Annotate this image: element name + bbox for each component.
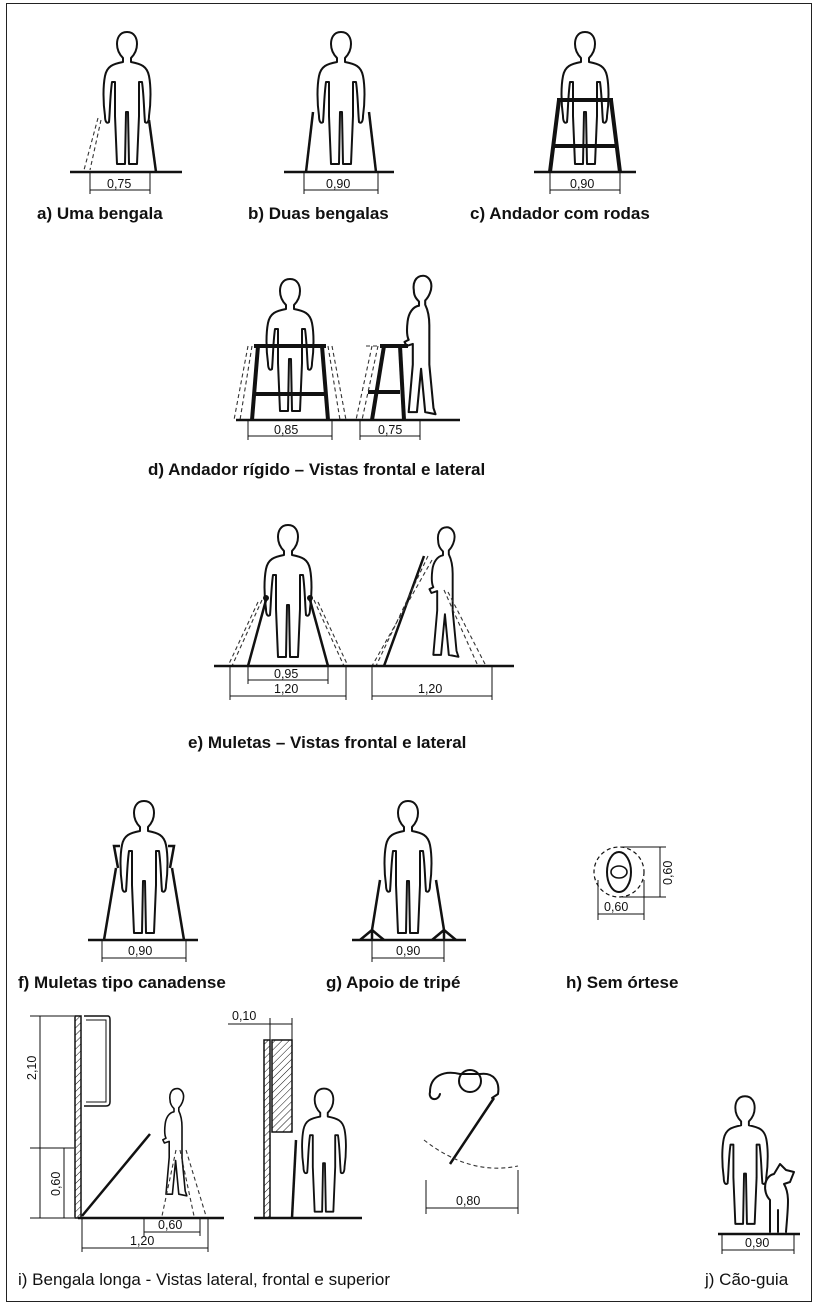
dimension-line-a xyxy=(89,172,151,194)
dimension-c: 0,90 xyxy=(570,177,594,191)
figure-i-long-cane: 2,10 0,60 0,60 1,20 xyxy=(25,1015,224,1252)
dimension-i-reach: 1,20 xyxy=(130,1234,154,1248)
caption-d: d) Andador rígido – Vistas frontal e lat… xyxy=(148,460,486,479)
dimension-d-side: 0,75 xyxy=(378,423,402,437)
caption-c: c) Andador com rodas xyxy=(470,204,650,223)
figure-a-one-cane: 0,75 xyxy=(70,31,182,194)
dimension-i-height-total: 2,10 xyxy=(25,1056,39,1080)
dimension-i-height-low: 0,60 xyxy=(49,1172,63,1196)
figure-b-two-canes: 0,90 xyxy=(284,31,394,194)
dimension-h-height: 0,60 xyxy=(661,861,675,885)
caption-j: j) Cão-guia xyxy=(705,1270,789,1289)
figure-c-wheeled-walker: 0,90 xyxy=(534,31,636,194)
dimension-e-outer: 1,20 xyxy=(274,682,298,696)
figure-i-top-view: 0,80 xyxy=(423,1069,519,1214)
dimension-i-sweep: 0,80 xyxy=(456,1194,480,1208)
figure-f-canadian-crutches: 0,90 xyxy=(88,799,198,962)
dimension-i-step: 0,60 xyxy=(158,1218,182,1232)
figure-i-frontal-view: 0,10 xyxy=(228,1009,362,1220)
caption-i: i) Bengala longa - Vistas lateral, front… xyxy=(18,1270,390,1289)
sheet-border xyxy=(6,3,812,1302)
dimension-f: 0,90 xyxy=(128,944,152,958)
dimension-e-inner: 0,95 xyxy=(274,667,298,681)
dimension-d-front: 0,85 xyxy=(274,423,298,437)
caption-e: e) Muletas – Vistas frontal e lateral xyxy=(188,733,467,752)
dimension-e-side: 1,20 xyxy=(418,682,442,696)
figure-g-tripod: 0,90 xyxy=(352,799,466,962)
caption-a: a) Uma bengala xyxy=(37,204,163,223)
dimension-a: 0,75 xyxy=(107,177,131,191)
dimension-i-offset-top: 0,10 xyxy=(232,1009,256,1023)
dimension-g: 0,90 xyxy=(396,944,420,958)
dimension-h-width: 0,60 xyxy=(604,900,628,914)
caption-b: b) Duas bengalas xyxy=(248,204,389,223)
figure-j-guide-dog: 0,90 xyxy=(718,1095,800,1254)
caption-g: g) Apoio de tripé xyxy=(326,973,461,992)
dimension-b: 0,90 xyxy=(326,177,350,191)
figure-d-rigid-walker: 0,85 0,75 xyxy=(233,274,460,440)
figure-h-no-orthosis: 0,60 0,60 xyxy=(593,846,675,920)
figure-e-crutches: 0,95 1,20 1,20 xyxy=(214,523,514,700)
caption-h: h) Sem órtese xyxy=(566,973,679,992)
dimension-j: 0,90 xyxy=(745,1236,769,1250)
caption-f: f) Muletas tipo canadense xyxy=(18,973,226,992)
